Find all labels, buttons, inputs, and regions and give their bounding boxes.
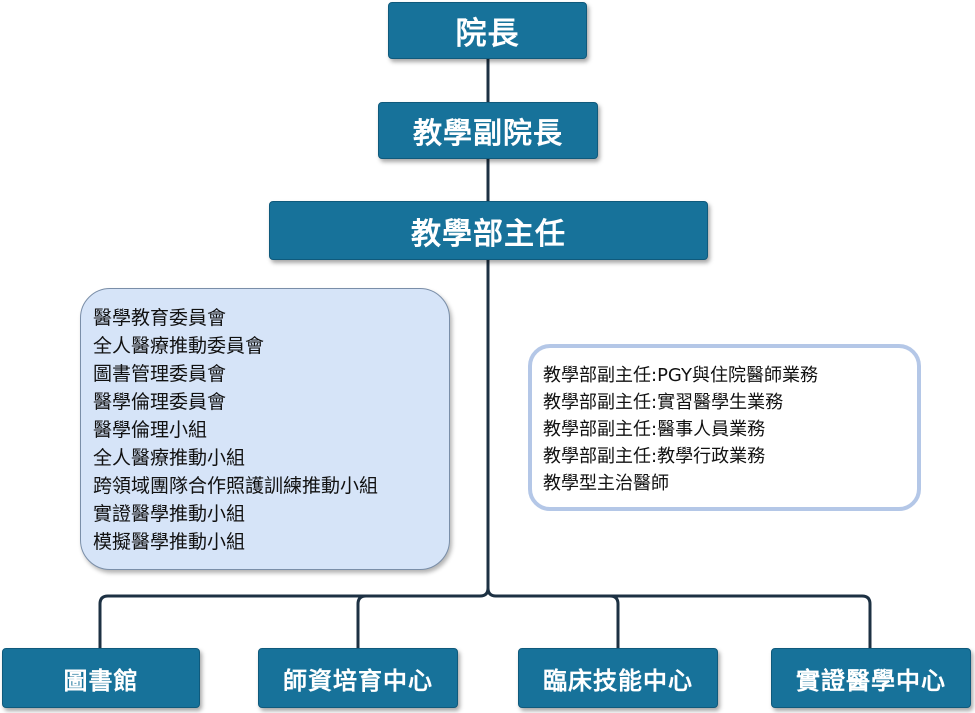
committee-item: 全人醫療推動小組	[93, 447, 246, 469]
deputies-panel: 教學部副主任:PGY與住院醫師業務 教學部副主任:實習醫學生業務 教學部副主任:…	[528, 344, 921, 511]
faculty-development-center-label: 師資培育中心	[283, 666, 433, 695]
director-box: 教學部主任	[269, 201, 708, 260]
committee-item: 醫學倫理委員會	[93, 391, 227, 413]
deputy-item: 教學型主治醫師	[543, 473, 669, 494]
committee-item: 醫學倫理小組	[93, 419, 208, 441]
vice-dean-label: 教學副院長	[412, 115, 563, 150]
library-box: 圖書館	[2, 648, 200, 708]
connector-branch-right	[486, 587, 872, 648]
committee-item: 跨領域團隊合作照護訓練推動小組	[93, 475, 379, 497]
dean-label: 院長	[455, 16, 520, 52]
faculty-development-center-box: 師資培育中心	[258, 648, 458, 708]
vice-dean-box: 教學副院長	[378, 102, 598, 159]
clinical-skills-center-box: 臨床技能中心	[518, 648, 718, 708]
library-label: 圖書館	[63, 666, 139, 695]
deputy-item: 教學部副主任:PGY與住院醫師業務	[543, 365, 818, 386]
deputy-item: 教學部副主任:醫事人員業務	[543, 419, 766, 440]
connector-branch-faculty	[356, 594, 367, 648]
director-label: 教學部主任	[411, 216, 566, 252]
dean-box: 院長	[388, 2, 587, 59]
committee-item: 實證醫學推動小組	[93, 503, 246, 525]
deputy-item: 教學部副主任:實習醫學生業務	[543, 392, 784, 413]
committee-item: 圖書管理委員會	[93, 363, 227, 385]
evidence-based-medicine-center-label: 實證醫學中心	[796, 666, 946, 695]
evidence-based-medicine-center-box: 實證醫學中心	[771, 648, 971, 708]
connector-director-trunk	[479, 260, 490, 598]
connector-branch-skill	[609, 594, 620, 648]
deputy-item: 教學部副主任:教學行政業務	[543, 446, 766, 467]
committees-panel: 醫學教育委員會 全人醫療推動委員會 圖書管理委員會 醫學倫理委員會 醫學倫理小組…	[80, 288, 450, 570]
connector-branch-left	[98, 594, 480, 648]
committee-item: 模擬醫學推動小組	[93, 531, 246, 553]
committee-item: 全人醫療推動委員會	[93, 335, 265, 357]
committee-item: 醫學教育委員會	[93, 307, 227, 329]
clinical-skills-center-label: 臨床技能中心	[543, 666, 693, 695]
